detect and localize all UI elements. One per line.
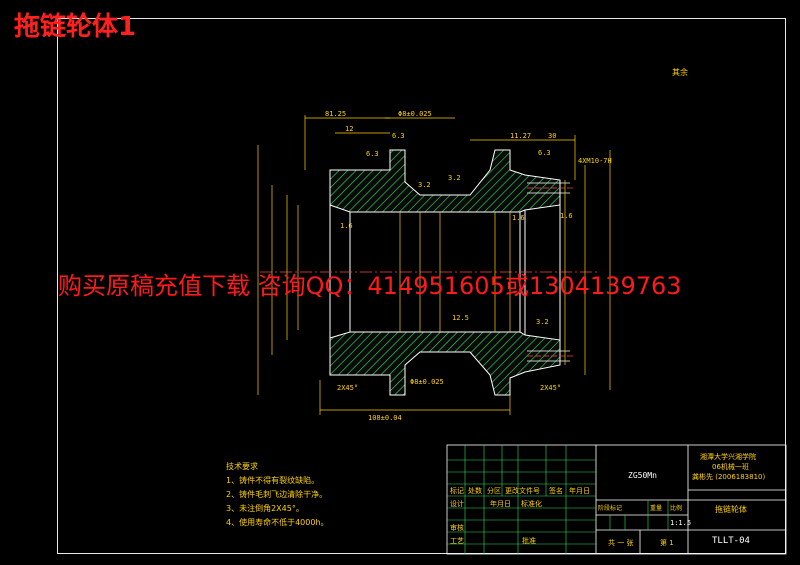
tech-note-4: 4、使用寿命不低于4000h。 [226, 518, 329, 527]
tb-part-name: 拖链轮体 [715, 504, 747, 514]
tb-change-doc: 更改文件号 [505, 486, 540, 495]
dim-12: 12 [345, 125, 353, 133]
dim-4m10: 4XM10-7H [578, 157, 612, 165]
tech-notes-title: 技术要求 [226, 462, 258, 471]
tb-drawing-no: TLLT-04 [712, 536, 750, 546]
tb-date2: 年月日 [490, 499, 511, 508]
dim-81-25: 81.25 [325, 110, 346, 118]
tb-process: 工艺 [450, 537, 464, 545]
tb-design: 设计 [450, 499, 464, 508]
dim-30: 30 [548, 132, 556, 140]
tb-sign: 签名 [549, 486, 563, 495]
dim-1-6a: 1.6 [340, 222, 353, 230]
title-block [446, 444, 787, 555]
tb-material: ZG50Mn [628, 471, 657, 480]
tb-sheet-no: 第 1 [660, 538, 674, 547]
dim-108: 108±0.04 [368, 414, 402, 422]
dim-11-27: 11.27 [510, 132, 531, 140]
tech-note-1: 1、铸件不得有裂纹缺陷。 [226, 476, 320, 485]
tech-notes: 技术要求 1、铸件不得有裂纹缺陷。 2、铸件毛刺飞边清除干净。 3、未注倒角2X… [226, 460, 329, 530]
tb-school: 湘潭大学兴湘学院 [700, 452, 756, 461]
tb-zone: 分区 [487, 486, 501, 495]
tb-class: 06机械一班 [712, 462, 749, 471]
tb-weight: 重量 [650, 504, 662, 512]
tb-standard: 标准化 [521, 499, 542, 508]
dim-phi: Φ8±0.025 [398, 110, 432, 118]
section-bottom [329, 331, 561, 396]
tb-scale: 1:1.5 [670, 519, 691, 527]
dim-6-3a: 6.3 [392, 132, 405, 140]
dim-3-2b: 3.2 [448, 174, 461, 182]
dim-3-2c: 3.2 [536, 318, 549, 326]
dim-1-6c: 1.6 [560, 212, 573, 220]
drawing-title: 拖链轮体1 [14, 12, 137, 42]
dim-3-2a: 3.2 [418, 181, 431, 189]
dim-2x45b: 2X45° [540, 384, 561, 392]
section-top [329, 149, 561, 213]
tech-note-3: 3、未注倒角2X45°。 [226, 504, 304, 513]
tb-mark: 标记 [450, 486, 464, 495]
tb-count: 处数 [468, 486, 482, 495]
roughness-note: 其余 [672, 67, 688, 77]
tb-student: 龚彬先 (2006183810) [692, 472, 765, 481]
tech-note-2: 2、铸件毛刺飞边清除干净。 [226, 490, 328, 499]
tb-approve: 批准 [522, 536, 536, 545]
watermark-text: 购买原稿充值下载 咨询QQ：414951605或1304139763 [58, 272, 682, 300]
dim-bottom-phi: Φ8±0.025 [410, 378, 444, 386]
tb-ratio: 比例 [670, 504, 682, 512]
dim-2x45a: 2X45° [337, 384, 358, 392]
dim-12-5: 12.5 [452, 314, 469, 322]
dim-1-6b: 1.6 [512, 214, 525, 222]
drawing-frame [57, 18, 786, 554]
title-grid [447, 445, 669, 554]
dim-6-3b: 6.3 [366, 150, 379, 158]
tb-date: 年月日 [569, 486, 590, 495]
dim-6-3c: 6.3 [538, 149, 551, 157]
tb-review: 审核 [450, 523, 464, 532]
tb-sheets: 共 一 张 [608, 538, 633, 547]
tb-stage-mark: 阶段标记 [598, 504, 622, 512]
